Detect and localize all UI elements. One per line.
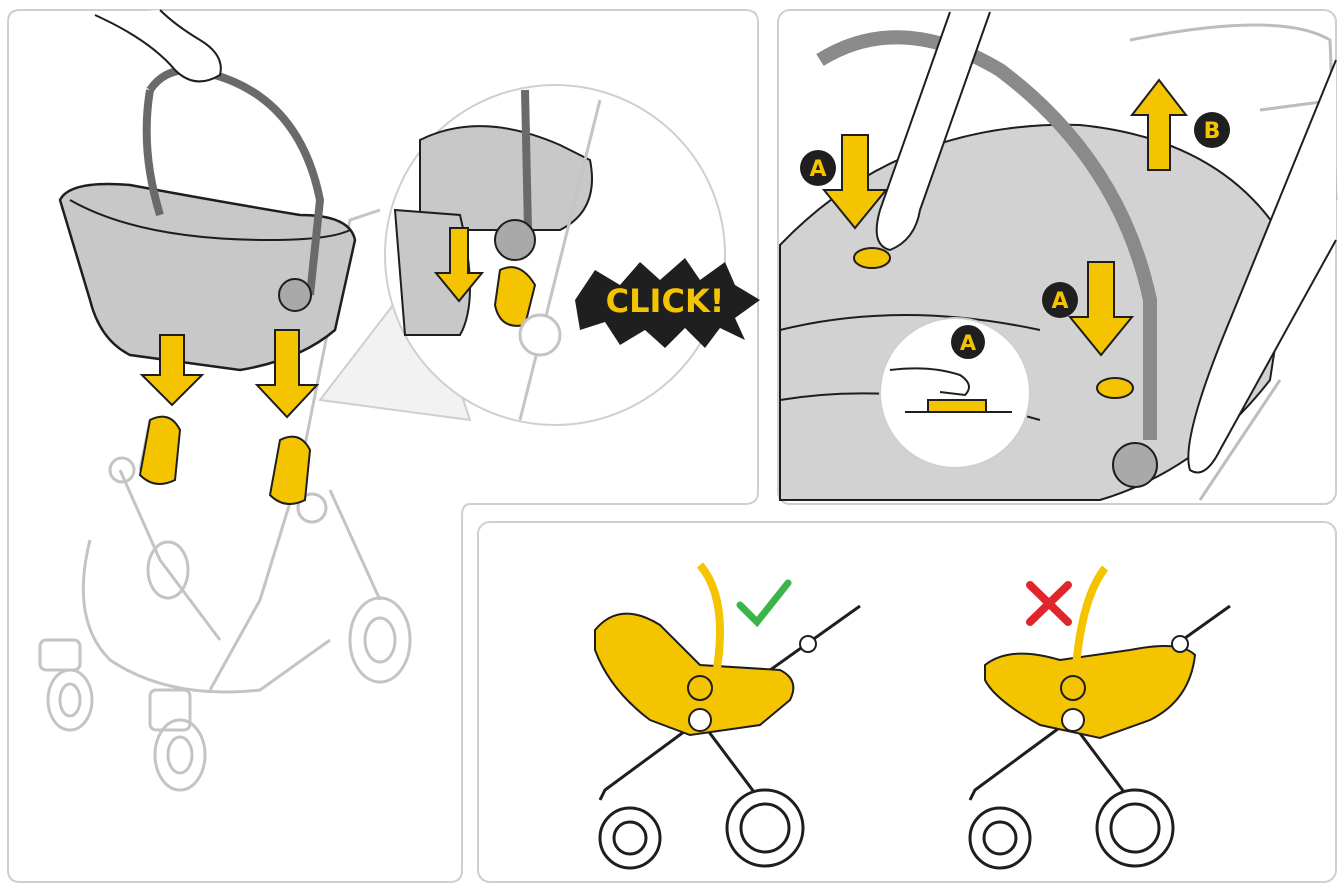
- car-seat: [58, 66, 357, 372]
- up-arrow-icon: [1129, 78, 1189, 171]
- hand-icon: [875, 11, 991, 252]
- label-a: A: [1051, 289, 1068, 314]
- seat-adapter-left: [138, 415, 182, 485]
- label-a: A: [960, 331, 977, 355]
- hand-icon: [94, 9, 222, 83]
- down-arrow-icon: [1067, 261, 1135, 357]
- label-a-badge: [951, 325, 985, 359]
- release-button-right: [1096, 377, 1134, 399]
- incorrect-orientation: [968, 565, 1231, 870]
- down-arrow-icon: [139, 329, 320, 419]
- seat-adapter-right: [268, 435, 312, 505]
- check-icon: [736, 579, 792, 628]
- label-a-badge: [1042, 282, 1078, 318]
- label-b-badge: [1194, 112, 1230, 148]
- correct-orientation: [594, 562, 861, 870]
- click-burst: [575, 258, 760, 348]
- down-arrow-icon: [821, 134, 889, 230]
- cross-icon: [1026, 581, 1072, 626]
- label-a: A: [809, 157, 826, 182]
- inset-press-detail: [879, 317, 1031, 469]
- hand-icon: [1187, 59, 1337, 474]
- click-label: CLICK!: [606, 282, 725, 320]
- release-button-left: [853, 247, 891, 269]
- label-b: B: [1204, 119, 1221, 144]
- label-a-badge: [800, 150, 836, 186]
- zoom-detail: [384, 84, 726, 426]
